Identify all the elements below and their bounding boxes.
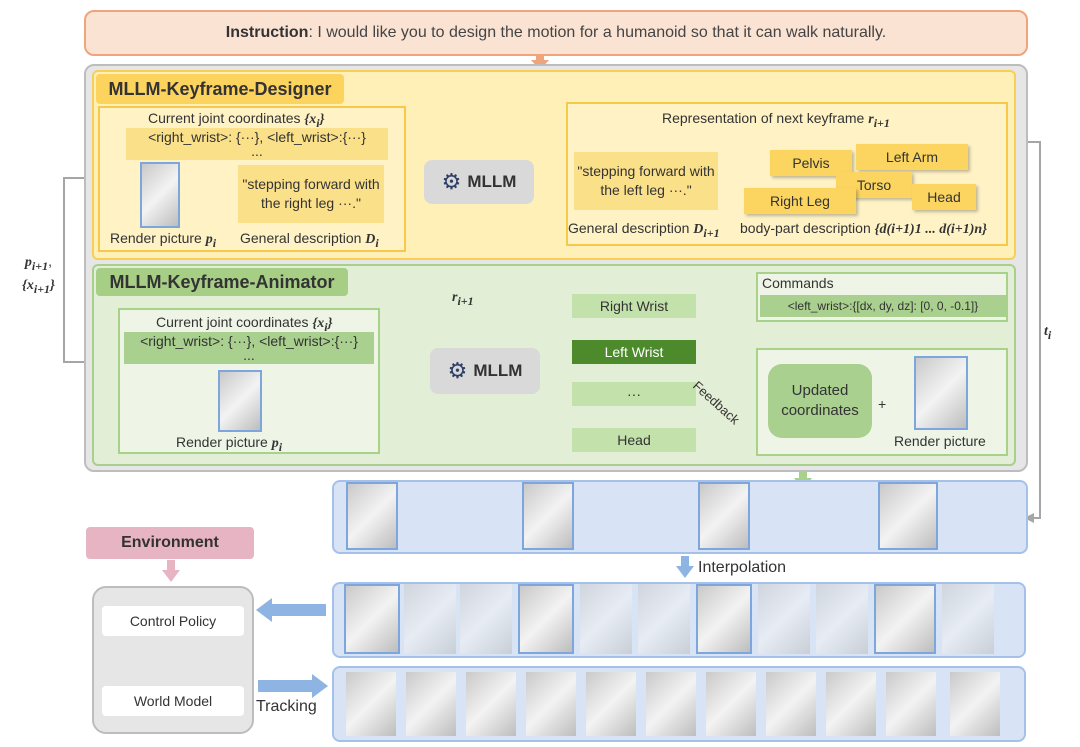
designer-coords-box: <right_wrist>: {···}, <left_wrist>:{···}…	[126, 128, 388, 160]
animator-current-label: Current joint coordinates {xi}	[156, 314, 333, 334]
command-line: <left_wrist>:{[dx, dy, dz]: [0, 0, -0.1]…	[760, 295, 1006, 317]
tracking-arrow	[312, 674, 328, 698]
interp-frame	[344, 584, 400, 654]
designer-general-label: General description Di	[240, 230, 379, 250]
tracking-frame	[706, 672, 756, 736]
designer-next-label: Representation of next keyframe ri+1	[662, 110, 890, 130]
updated-coordinates: Updated coordinates	[768, 364, 872, 438]
interp-frame	[874, 584, 936, 654]
instruction-banner: Instruction : I would like you to design…	[84, 10, 1028, 56]
designer-coords-ellipsis: ...	[251, 143, 263, 159]
instruction-arrow-shaft	[536, 56, 544, 62]
left-loop-label: pi+1, {xi+1}	[22, 253, 55, 296]
designer-body-part-label: body-part description {d(i+1)1 ... d(i+1…	[740, 220, 988, 237]
animator-coords-box: <right_wrist>: {···}, <left_wrist>:{···}…	[124, 332, 374, 364]
interp-frame	[460, 584, 512, 654]
to-policy-arrow	[256, 598, 272, 622]
interp-frame	[518, 584, 574, 654]
designer-quote-right: "stepping forward with the right leg ···…	[238, 165, 384, 223]
robot-icon: ⚙	[447, 358, 468, 383]
tracking-frame	[406, 672, 456, 736]
interp-frame	[638, 584, 690, 654]
animator-mllm: ⚙ MLLM	[430, 348, 540, 394]
designer-quote-left: "stepping forward with the left leg ···.…	[574, 152, 718, 210]
interp-frame	[404, 584, 456, 654]
designer-title: MLLM-Keyframe-Designer	[96, 74, 344, 104]
tracking-label: Tracking	[256, 698, 317, 715]
environment-box: Environment	[86, 527, 254, 559]
world-model-box: World Model	[102, 686, 244, 716]
card-right-leg: Right Leg	[744, 188, 856, 214]
interp-frame	[696, 584, 752, 654]
updated-render-label: Render picture	[894, 433, 986, 449]
designer-mllm: ⚙ MLLM	[424, 160, 534, 204]
joint-ellipsis: ···	[572, 382, 696, 406]
robot-icon: ⚙	[441, 169, 462, 194]
keyframe-4	[878, 482, 938, 550]
updated-render-picture	[914, 356, 968, 430]
left-loop-line	[63, 177, 96, 363]
keyframe-2	[522, 482, 574, 550]
tracking-frame	[526, 672, 576, 736]
animator-render-picture	[218, 370, 262, 432]
tracking-frame	[466, 672, 516, 736]
commands-label: Commands	[762, 275, 834, 291]
interpolation-label: Interpolation	[698, 559, 787, 576]
environment-arrow	[162, 570, 180, 582]
interp-frame	[942, 584, 994, 654]
joint-head: Head	[572, 428, 696, 452]
right-loop-label: ti	[1044, 324, 1052, 342]
keyframe-1	[346, 482, 398, 550]
tracking-frame	[826, 672, 876, 736]
interpolation-arrow	[676, 566, 694, 578]
tracking-frame	[586, 672, 636, 736]
interp-frame	[816, 584, 868, 654]
instruction-text: : I would like you to design the motion …	[308, 24, 887, 41]
card-head: Head	[912, 184, 976, 210]
designer-render-label: Render picture pi	[110, 230, 217, 250]
right-loop-line	[1016, 141, 1041, 519]
joint-left-wrist: Left Wrist	[572, 340, 696, 364]
tracking-frame	[766, 672, 816, 736]
designer-coords-line: <right_wrist>: {···}, <left_wrist>:{···}	[148, 129, 366, 145]
animator-r-label: ri+1	[452, 290, 474, 308]
card-pelvis: Pelvis	[770, 150, 852, 176]
card-left-arm: Left Arm	[856, 144, 968, 170]
tracking-frame	[886, 672, 936, 736]
keyframe-3	[698, 482, 750, 550]
tracking-frame	[646, 672, 696, 736]
designer-render-picture	[140, 162, 180, 228]
tracking-frame	[950, 672, 1000, 736]
instruction-label: Instruction	[225, 24, 309, 41]
plus-sign: +	[878, 396, 887, 412]
animator-coords-ellipsis: ...	[243, 347, 255, 363]
animator-coords-line: <right_wrist>: {···}, <left_wrist>:{···}	[140, 333, 358, 349]
designer-general-next-label: General description Di+1	[568, 220, 720, 240]
interp-frame	[580, 584, 632, 654]
designer-current-label: Current joint coordinates {xi}	[148, 110, 325, 130]
tracking-frame	[346, 672, 396, 736]
animator-render-label: Render picture pi	[176, 434, 283, 454]
interp-frame	[758, 584, 810, 654]
animator-title: MLLM-Keyframe-Animator	[96, 268, 348, 296]
control-policy-box: Control Policy	[102, 606, 244, 636]
joint-right-wrist: Right Wrist	[572, 294, 696, 318]
